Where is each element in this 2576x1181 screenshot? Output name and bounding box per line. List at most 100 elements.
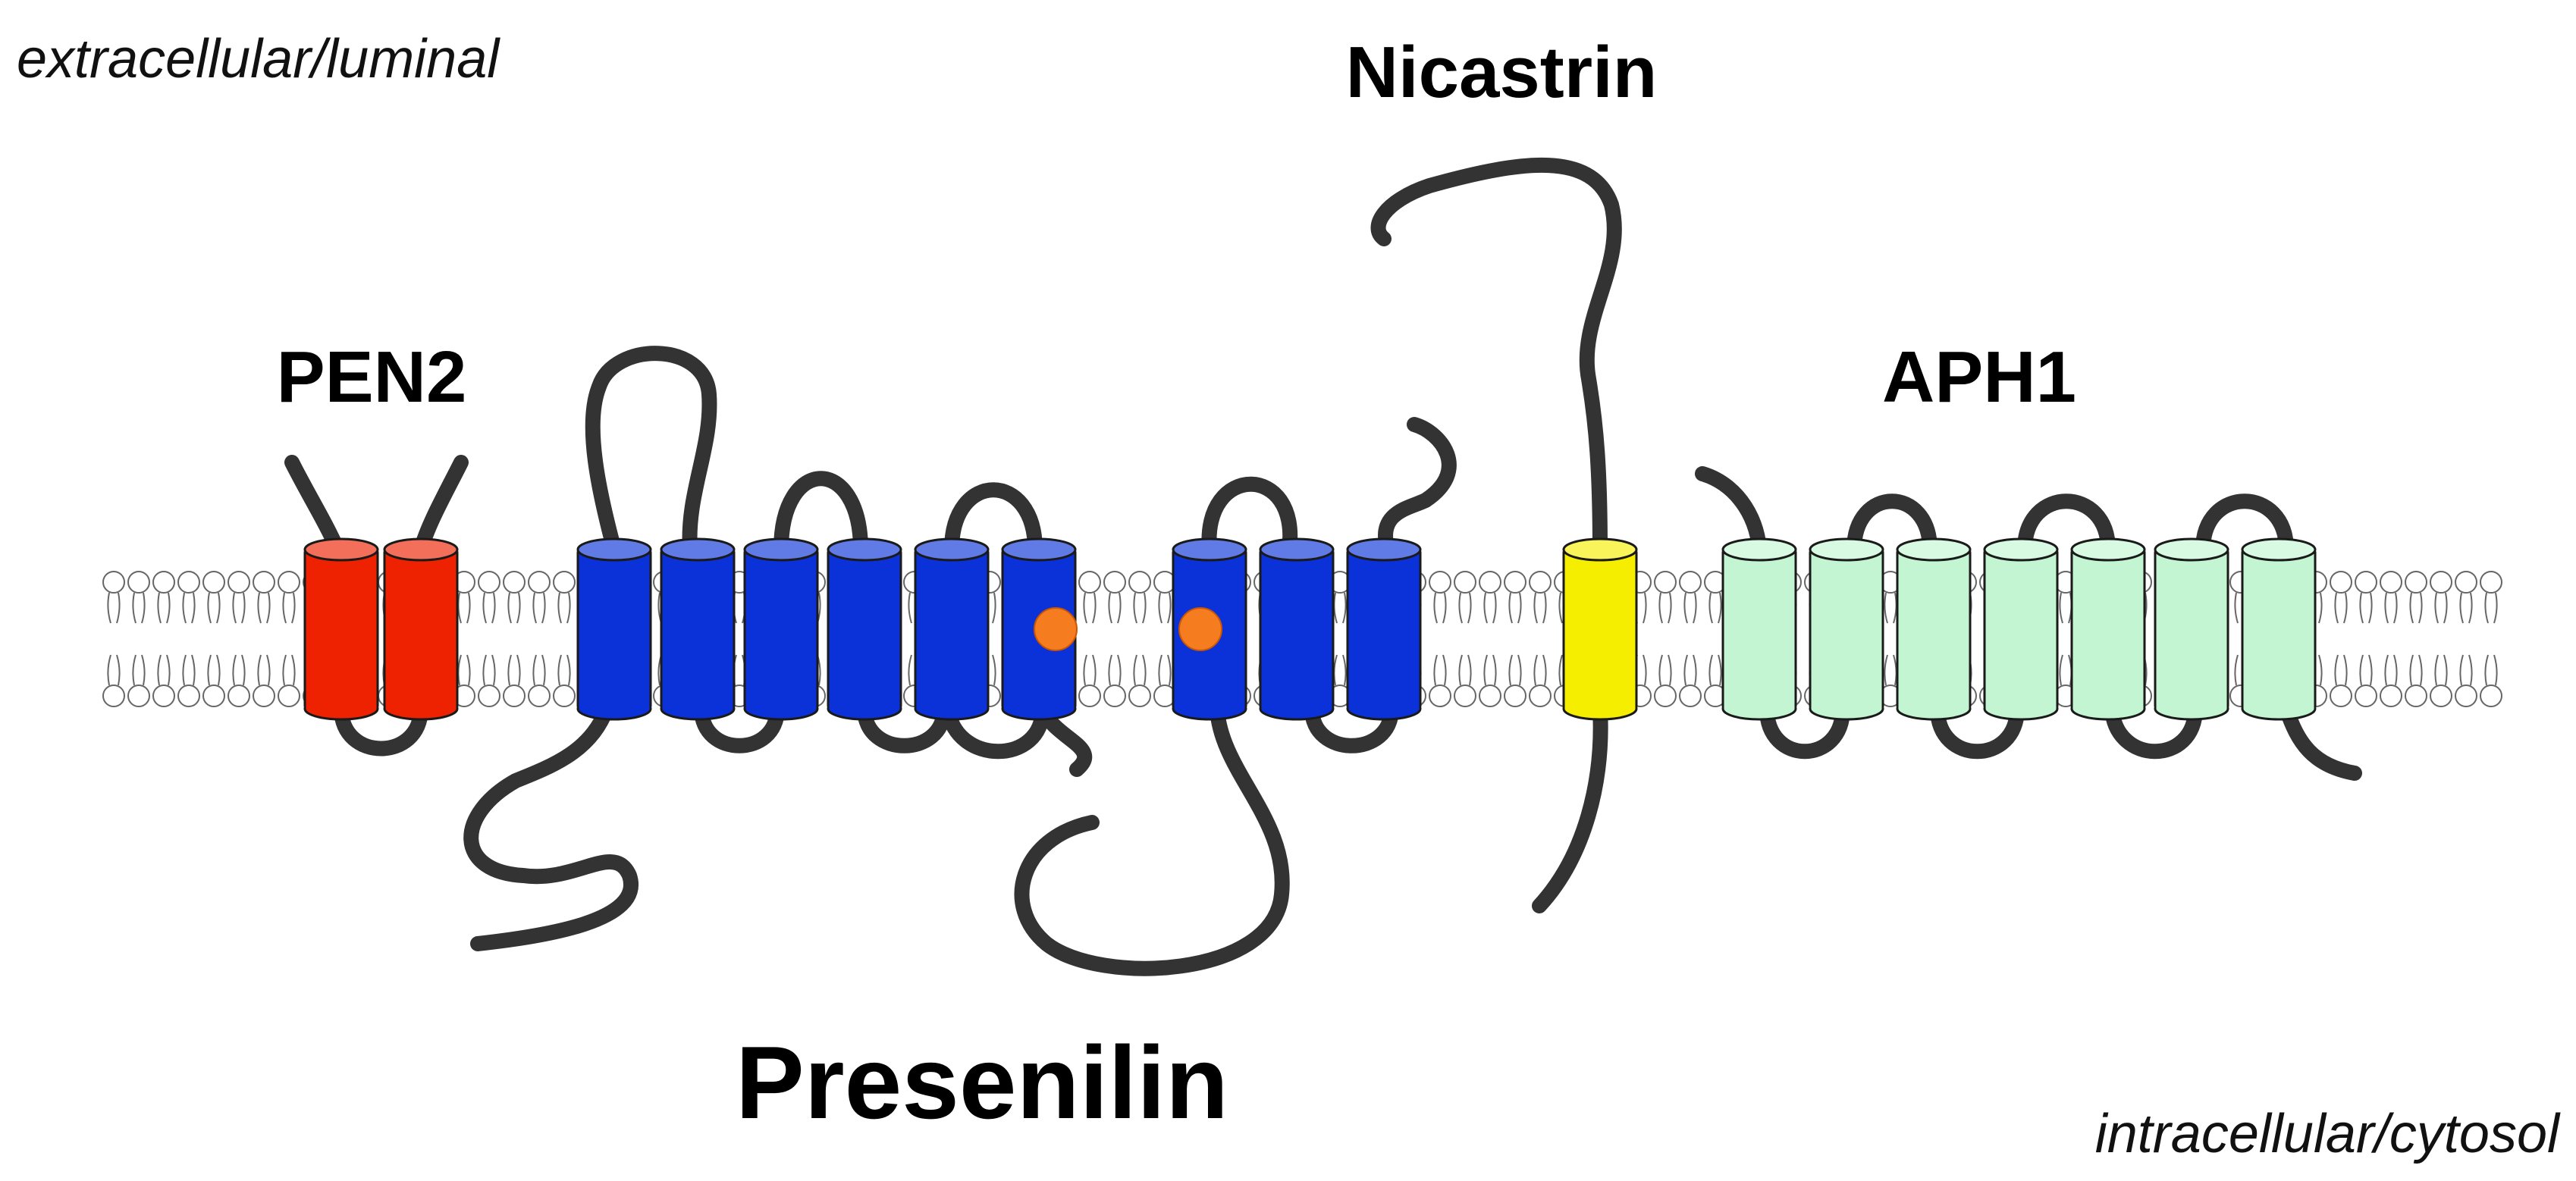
aph1-helix-1-top-cap [1721,537,1797,562]
presenilin-helix-9 [1346,537,1422,721]
lipid-head-upper [528,571,551,594]
lipid-tail-upper [1884,592,1897,624]
presenilin-helix-8-fill [1261,550,1332,709]
aph1-helix-3 [1896,537,1972,721]
aph1-helix-4 [1983,537,2059,721]
presenilin-helix-2-top-cap [660,537,736,562]
lipid-tail-lower [1458,654,1472,686]
lipid-tail-upper [2359,592,2373,624]
pen2-c-terminus [413,455,469,557]
pen2-helix-2-fill [385,550,457,709]
presenilin-c-terminus [1378,417,1457,557]
aph1-loop-1 [1759,701,1850,760]
lipid-head-lower [278,684,300,707]
presenilin-loop-5 [944,482,1043,557]
pen2-helix-1-fill [306,550,377,709]
aph1-helix-6 [2154,537,2229,721]
lipid-tail-upper [2059,592,2072,624]
presenilin-helix-5 [914,537,990,721]
presenilin-loop-6 [940,701,1050,760]
lipid-head-upper [503,571,526,594]
lipid-tail-lower [182,654,196,686]
aph1-helix-1-fill [1724,550,1795,709]
presenilin-loop-8 [1304,701,1399,753]
lipid-head-upper [2480,571,2502,594]
lipid-tail-lower [1884,654,1897,686]
lipid-head-lower [1429,684,1451,707]
lipid-tail-lower [2359,654,2373,686]
lipid-tail-upper [157,592,171,624]
presenilin-loop-1 [585,346,717,557]
lipid-tail-upper [1458,592,1472,624]
lipid-head-upper [1679,571,1702,594]
lipid-tail-upper [107,592,121,624]
lipid-head-upper [177,571,200,594]
lipid-head-lower [1479,684,1501,707]
presenilin-helix-4-fill [829,550,900,709]
lipid-head-upper [2380,571,2402,594]
nicastrin-label: Nicastrin [1346,32,1658,113]
aph1-helix-3-top-cap [1896,537,1972,562]
lipid-tail-upper [557,592,571,624]
lipid-head-lower [2330,684,2352,707]
lipid-tail-lower [507,654,521,686]
aph1-helix-5-top-cap [2070,537,2146,562]
presenilin-helix-4-top-cap [827,537,902,562]
lipid-head-upper [127,571,150,594]
lipid-head-lower [478,684,500,707]
lipid-tail-upper [182,592,196,624]
lipid-head-lower [2480,684,2502,707]
nicastrin-helix [1562,537,1638,721]
presenilin-helix-8 [1259,537,1335,721]
lipid-tail-lower [157,654,171,686]
lipid-tail-lower [2484,654,2498,686]
catalytic-sites [1034,607,1222,651]
lipid-tail-lower [1483,654,1497,686]
lipid-tail-lower [282,654,296,686]
presenilin-helix-1 [576,537,652,721]
presenilin-loop-3 [773,471,868,557]
lipid-tail-lower [557,654,571,686]
aph1-helix-2-top-cap [1809,537,1884,562]
aph1-helix-6-fill [2156,550,2227,709]
lipid-tail-lower [207,654,221,686]
lipid-tail-upper [2484,592,2498,624]
lipid-head-upper [1654,571,1677,594]
pen2-helix-1 [303,537,379,721]
extracellular-label: extracellular/luminal [17,29,500,89]
lipid-tail-lower [1108,654,1122,686]
lipid-tail-upper [1108,592,1122,624]
lipid-tail-upper [282,592,296,624]
aph1-helix-5-fill [2072,550,2144,709]
aph1-helix-7 [2241,537,2317,721]
lipid-head-lower [1679,684,1702,707]
aph1-helix-6-top-cap [2154,537,2229,562]
lipid-head-lower [503,684,526,707]
lipid-tail-upper [1333,592,1347,624]
lipid-head-lower [253,684,275,707]
lipid-tail-upper [532,592,546,624]
presenilin-helix-5-fill [916,550,987,709]
lipid-head-upper [1454,571,1476,594]
lipid-tail-lower [1708,654,1722,686]
lipid-tail-upper [257,592,271,624]
lipid-head-upper [1529,571,1552,594]
lipid-tail-lower [1083,654,1097,686]
lipid-tail-upper [1433,592,1447,624]
aph1-helix-2 [1809,537,1884,721]
lipid-head-upper [2330,571,2352,594]
nicastrin-ectodomain [1370,157,1622,557]
intracellular-label: intracellular/cytosol [2095,1104,2561,1164]
presenilin-helix-9-top-cap [1346,537,1422,562]
lipid-head-upper [2405,571,2427,594]
lipid-tail-upper [482,592,496,624]
aph1-helix-7-top-cap [2241,537,2317,562]
lipid-head-upper [1128,571,1151,594]
lipid-tail-lower [257,654,271,686]
lipid-head-upper [152,571,175,594]
lipid-head-upper [202,571,225,594]
lipid-tail-lower [2334,654,2348,686]
lipid-tail-upper [2384,592,2398,624]
lipid-head-lower [177,684,200,707]
lipid-tail-lower [2409,654,2423,686]
